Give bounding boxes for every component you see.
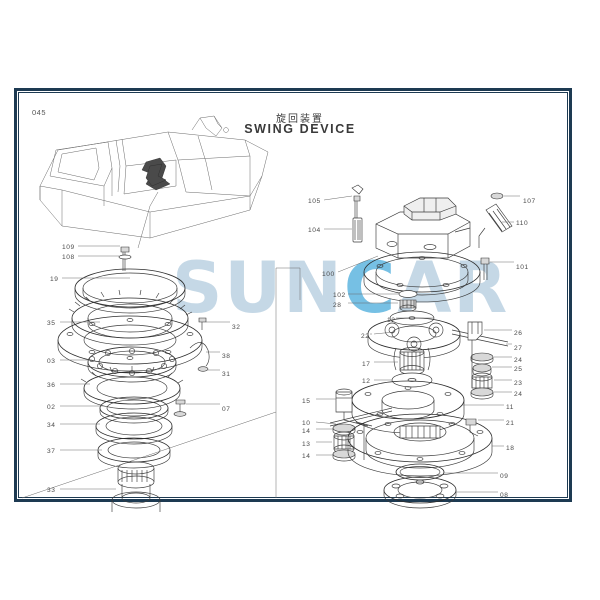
diagram-frame <box>14 88 572 502</box>
part-callout-13[interactable]: 13 <box>302 441 311 448</box>
swing-motor-assembly <box>351 184 513 312</box>
part-callout-107[interactable]: 107 <box>523 198 536 205</box>
part-callout-14[interactable]: 14 <box>302 428 311 435</box>
part-callout-21[interactable]: 21 <box>506 420 515 427</box>
part-callout-26[interactable]: 26 <box>514 330 523 337</box>
part-callout-24[interactable]: 24 <box>514 391 523 398</box>
part-callout-09[interactable]: 09 <box>500 473 509 480</box>
part-callout-23[interactable]: 23 <box>514 380 523 387</box>
part-callout-105[interactable]: 105 <box>308 198 321 205</box>
part-callout-12[interactable]: 12 <box>362 378 371 385</box>
part-callout-03[interactable]: 03 <box>47 358 56 365</box>
part-callout-15[interactable]: 15 <box>302 398 311 405</box>
part-callout-35[interactable]: 35 <box>47 320 56 327</box>
page-number: 045 <box>32 108 47 117</box>
part-callout-11[interactable]: 11 <box>506 404 515 411</box>
part-callout-31[interactable]: 31 <box>222 371 231 378</box>
part-callout-14[interactable]: 14 <box>302 453 311 460</box>
part-callout-02[interactable]: 02 <box>47 404 56 411</box>
part-callout-28[interactable]: 28 <box>333 302 342 309</box>
part-callout-37[interactable]: 37 <box>47 448 56 455</box>
part-callout-08[interactable]: 08 <box>500 492 509 499</box>
part-callout-25[interactable]: 25 <box>514 366 523 373</box>
part-callout-108[interactable]: 108 <box>62 254 75 261</box>
part-callout-100[interactable]: 100 <box>322 271 335 278</box>
reduction-gear-assembly <box>329 310 509 509</box>
swing-bearing-stack <box>57 246 210 512</box>
part-callout-17[interactable]: 17 <box>362 361 371 368</box>
part-callout-18[interactable]: 18 <box>506 445 515 452</box>
excavator-body-drawing <box>39 115 269 249</box>
part-callout-27[interactable]: 27 <box>514 345 523 352</box>
part-callout-22[interactable]: 22 <box>361 333 370 340</box>
part-callout-12[interactable]: 12 <box>387 317 396 324</box>
part-callout-19[interactable]: 19 <box>50 276 59 283</box>
part-callout-38[interactable]: 38 <box>222 353 231 360</box>
section-reference-lines <box>21 267 301 499</box>
part-callout-24[interactable]: 24 <box>514 357 523 364</box>
watermark-text-before: SUN <box>172 247 344 329</box>
part-callout-10[interactable]: 10 <box>302 420 311 427</box>
title-english: SWING DEVICE <box>244 122 356 136</box>
part-callout-101[interactable]: 101 <box>516 264 529 271</box>
callout-leader-lines <box>60 195 520 493</box>
part-callout-110[interactable]: 110 <box>516 220 529 227</box>
part-callout-34[interactable]: 34 <box>47 422 56 429</box>
part-callout-33[interactable]: 33 <box>47 487 56 494</box>
part-callout-104[interactable]: 104 <box>308 227 321 234</box>
part-callout-102[interactable]: 102 <box>333 292 346 299</box>
part-callout-36[interactable]: 36 <box>47 382 56 389</box>
title-japanese: 旋回装置 <box>276 114 324 125</box>
part-callout-32[interactable]: 32 <box>232 324 241 331</box>
part-callout-07[interactable]: 07 <box>222 406 231 413</box>
part-callout-109[interactable]: 109 <box>62 244 75 251</box>
